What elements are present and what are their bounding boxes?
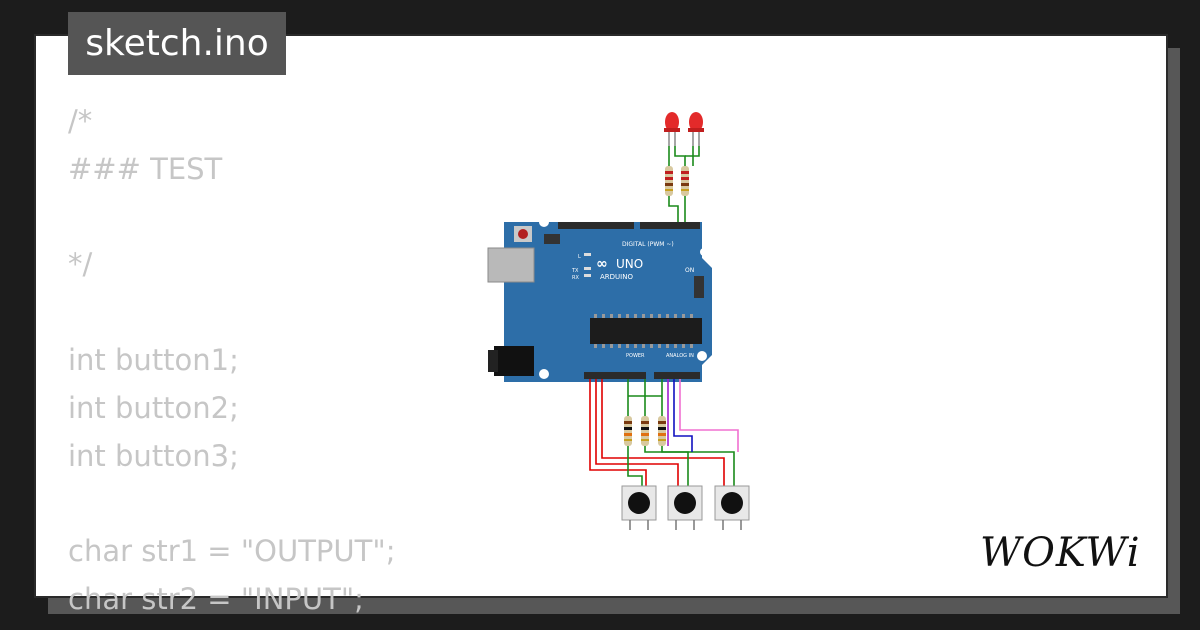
push-button-1[interactable] [621,485,657,530]
code-line: */ [68,247,93,282]
resistor-bottom-3[interactable] [658,416,666,446]
push-button-2[interactable] [667,485,703,530]
digital-label: DIGITAL (PWM ~) [622,241,674,248]
filename-tab[interactable]: sketch.ino [68,12,286,75]
led-red-2[interactable] [688,112,704,146]
arduino-uno-board[interactable]: ∞ UNO ARDUINO DIGITAL (PWM ~) POWER ANAL… [487,217,712,382]
resistor-top-1[interactable] [665,166,673,196]
code-line: int button2; [68,390,239,425]
code-line [68,289,488,337]
board-model-label: UNO [616,257,643,271]
push-button-3[interactable] [714,485,750,530]
tx-label: TX [571,268,579,274]
code-line: char str1 = "OUTPUT"; [68,534,396,569]
svg-text:∞: ∞ [596,256,608,272]
analog-label: ANALOG IN [666,353,694,359]
code-line: /* [68,104,93,138]
board-brand-label: ARDUINO [600,273,633,281]
resistor-bottom-1[interactable] [624,416,632,446]
code-line: int button1; [68,342,239,377]
code-line: ### TEST [68,151,223,186]
led-red-1[interactable] [664,112,680,146]
code-line: char str2 = "INPUT"; [68,581,364,616]
power-label: POWER [626,353,645,359]
code-line [68,194,488,242]
on-label: ON [685,267,694,274]
wokwi-logo: WOKWi [980,530,1141,576]
circuit-diagram: ∞ UNO ARDUINO DIGITAL (PWM ~) POWER ANAL… [487,112,750,530]
code-line: int button3; [68,438,239,473]
svg-text:WOKWi: WOKWi [980,530,1141,576]
l-led-label: L [578,254,581,260]
code-line [68,480,488,528]
resistor-top-2[interactable] [681,166,689,196]
resistor-bottom-2[interactable] [641,416,649,446]
code-preview: /* ### TEST */ int button1; int button2;… [68,98,488,616]
rx-label: RX [572,275,579,281]
